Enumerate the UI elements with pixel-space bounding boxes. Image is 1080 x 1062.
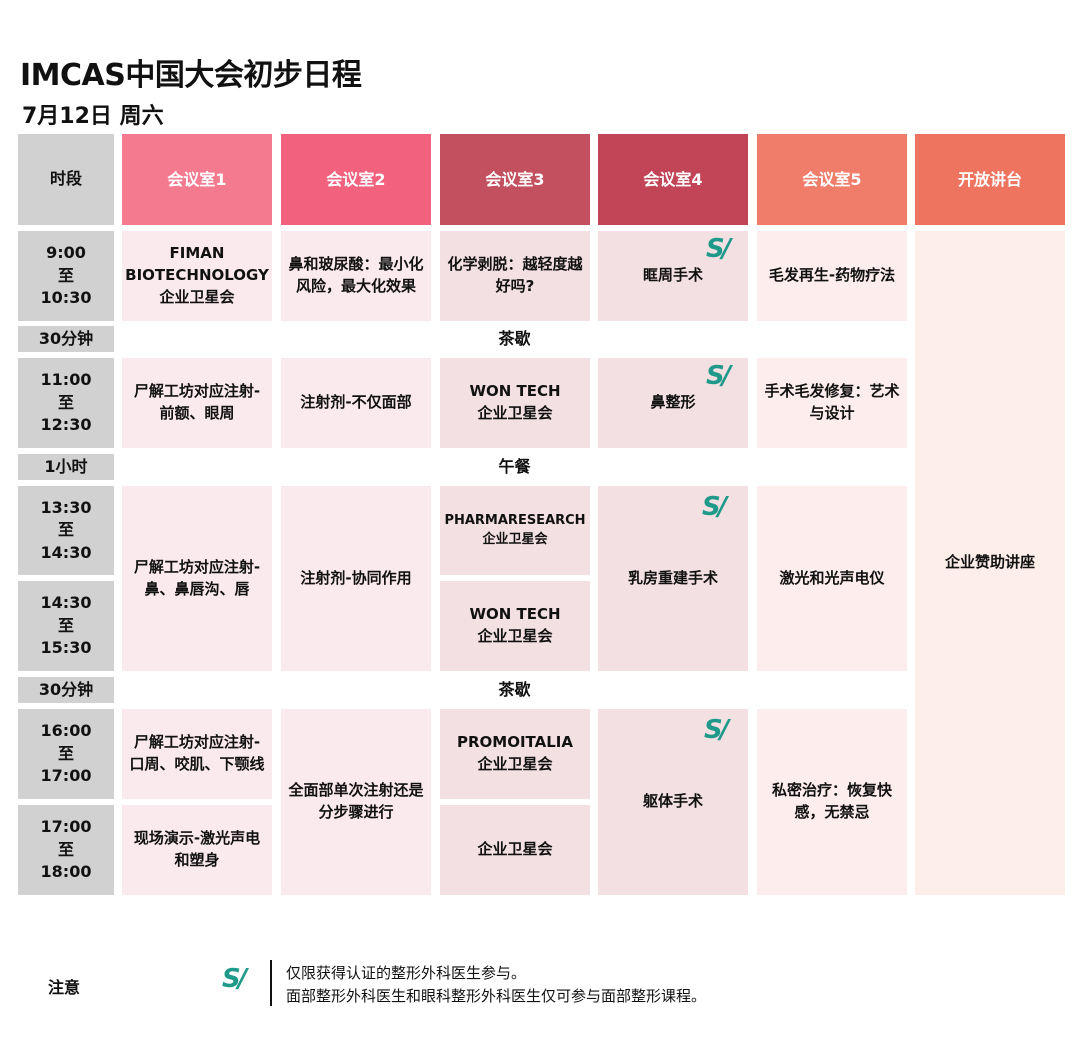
- session-room5-slot1: 毛发再生-药物疗法: [757, 231, 907, 321]
- session-room1-slot1: FIMAN BIOTECHNOLOGY 企业卫星会: [122, 231, 272, 321]
- header-open-stage: 开放讲台: [915, 134, 1065, 225]
- session-room4-slot1-label: 眶周手术: [642, 266, 703, 285]
- session-room1-slot3: 尸解工坊对应注射-鼻、鼻唇沟、唇: [122, 486, 272, 671]
- session-room1-slot2: 尸解工坊对应注射-前额、眼周: [122, 358, 272, 448]
- header-room-3: 会议室3: [440, 134, 590, 225]
- session-room1-slot4b: 现场演示-激光声电和塑身: [122, 805, 272, 895]
- header-time: 时段: [18, 134, 114, 225]
- session-room5-slot3: 激光和光声电仪: [757, 486, 907, 671]
- session-room3-slot3a: PHARMARESEARCH 企业卫星会: [440, 486, 590, 575]
- session-room2-slot3: 注射剂-协同作用: [281, 486, 431, 671]
- time-slot-2: 11:00 至 12:30: [18, 358, 114, 448]
- session-room2-slot4: 全面部单次注射还是分步骤进行: [281, 709, 431, 895]
- break-label-1: 茶歇: [498, 329, 531, 349]
- session-room3-slot4a: PROMOITALIA 企业卫星会: [440, 709, 590, 799]
- session-room4-slot1: 眶周手术: [598, 231, 748, 321]
- time-slot-3: 13:30 至 14:30: [18, 486, 114, 575]
- open-stage-session: 企业赞助讲座: [915, 231, 1065, 895]
- header-room-1: 会议室1: [122, 134, 272, 225]
- surgeon-only-icon: S/: [702, 492, 727, 522]
- time-slot-5: 16:00 至 17:00: [18, 709, 114, 799]
- session-room3-slot3b: WON TECH 企业卫星会: [440, 581, 590, 671]
- break-duration-2: 1小时: [18, 454, 114, 480]
- break-duration-3: 30分钟: [18, 677, 114, 703]
- session-room3-slot1: 化学剥脱：越轻度越好吗?: [440, 231, 590, 321]
- session-room5-slot4: 私密治疗：恢复快感，无禁忌: [757, 709, 907, 895]
- break-label-3: 茶歇: [498, 680, 531, 700]
- time-slot-1: 9:00 至 10:30: [18, 231, 114, 321]
- surgeon-only-icon: S/: [704, 715, 729, 745]
- header-room-4: 会议室4: [598, 134, 748, 225]
- session-room2-slot2: 注射剂-不仅面部: [281, 358, 431, 448]
- session-room5-slot2: 手术毛发修复：艺术与设计: [757, 358, 907, 448]
- page-title: IMCAS中国大会初步日程: [20, 58, 362, 93]
- session-room4-slot2: 鼻整形: [598, 358, 748, 448]
- note-line-2: 面部整形外科医生和眼科整形外科医生仅可参与面部整形课程。: [286, 986, 707, 1005]
- break-duration-1: 30分钟: [18, 326, 114, 352]
- session-room2-slot1: 鼻和玻尿酸：最小化风险，最大化效果: [281, 231, 431, 321]
- session-room1-slot4a: 尸解工坊对应注射-口周、咬肌、下颚线: [122, 709, 272, 799]
- surgeon-only-icon: S/: [222, 964, 247, 994]
- session-room3-slot2: WON TECH 企业卫星会: [440, 358, 590, 448]
- note-divider: [270, 960, 272, 1006]
- surgeon-only-icon: S/: [706, 361, 731, 391]
- session-room4-slot2-label: 鼻整形: [650, 393, 696, 412]
- header-room-2: 会议室2: [281, 134, 431, 225]
- note-label: 注意: [48, 978, 81, 997]
- session-room4-slot3-label: 乳房重建手术: [627, 568, 718, 587]
- session-room4-slot4-label: 躯体手术: [642, 792, 703, 811]
- session-room3-slot4b: 企业卫星会: [440, 805, 590, 895]
- note-text: 仅限获得认证的整形外科医生参与。 面部整形外科医生和眼科整形外科医生仅可参与面部…: [286, 962, 706, 1007]
- time-slot-4: 14:30 至 15:30: [18, 581, 114, 671]
- surgeon-only-icon: S/: [706, 234, 731, 264]
- header-room-5: 会议室5: [757, 134, 907, 225]
- note-line-1: 仅限获得认证的整形外科医生参与。: [286, 964, 527, 982]
- break-label-2: 午餐: [498, 457, 531, 477]
- page-subtitle: 7月12日 周六: [22, 104, 164, 129]
- time-slot-6: 17:00 至 18:00: [18, 805, 114, 895]
- session-room4-slot4: 躯体手术: [598, 709, 748, 895]
- session-room4-slot3: 乳房重建手术: [598, 486, 748, 671]
